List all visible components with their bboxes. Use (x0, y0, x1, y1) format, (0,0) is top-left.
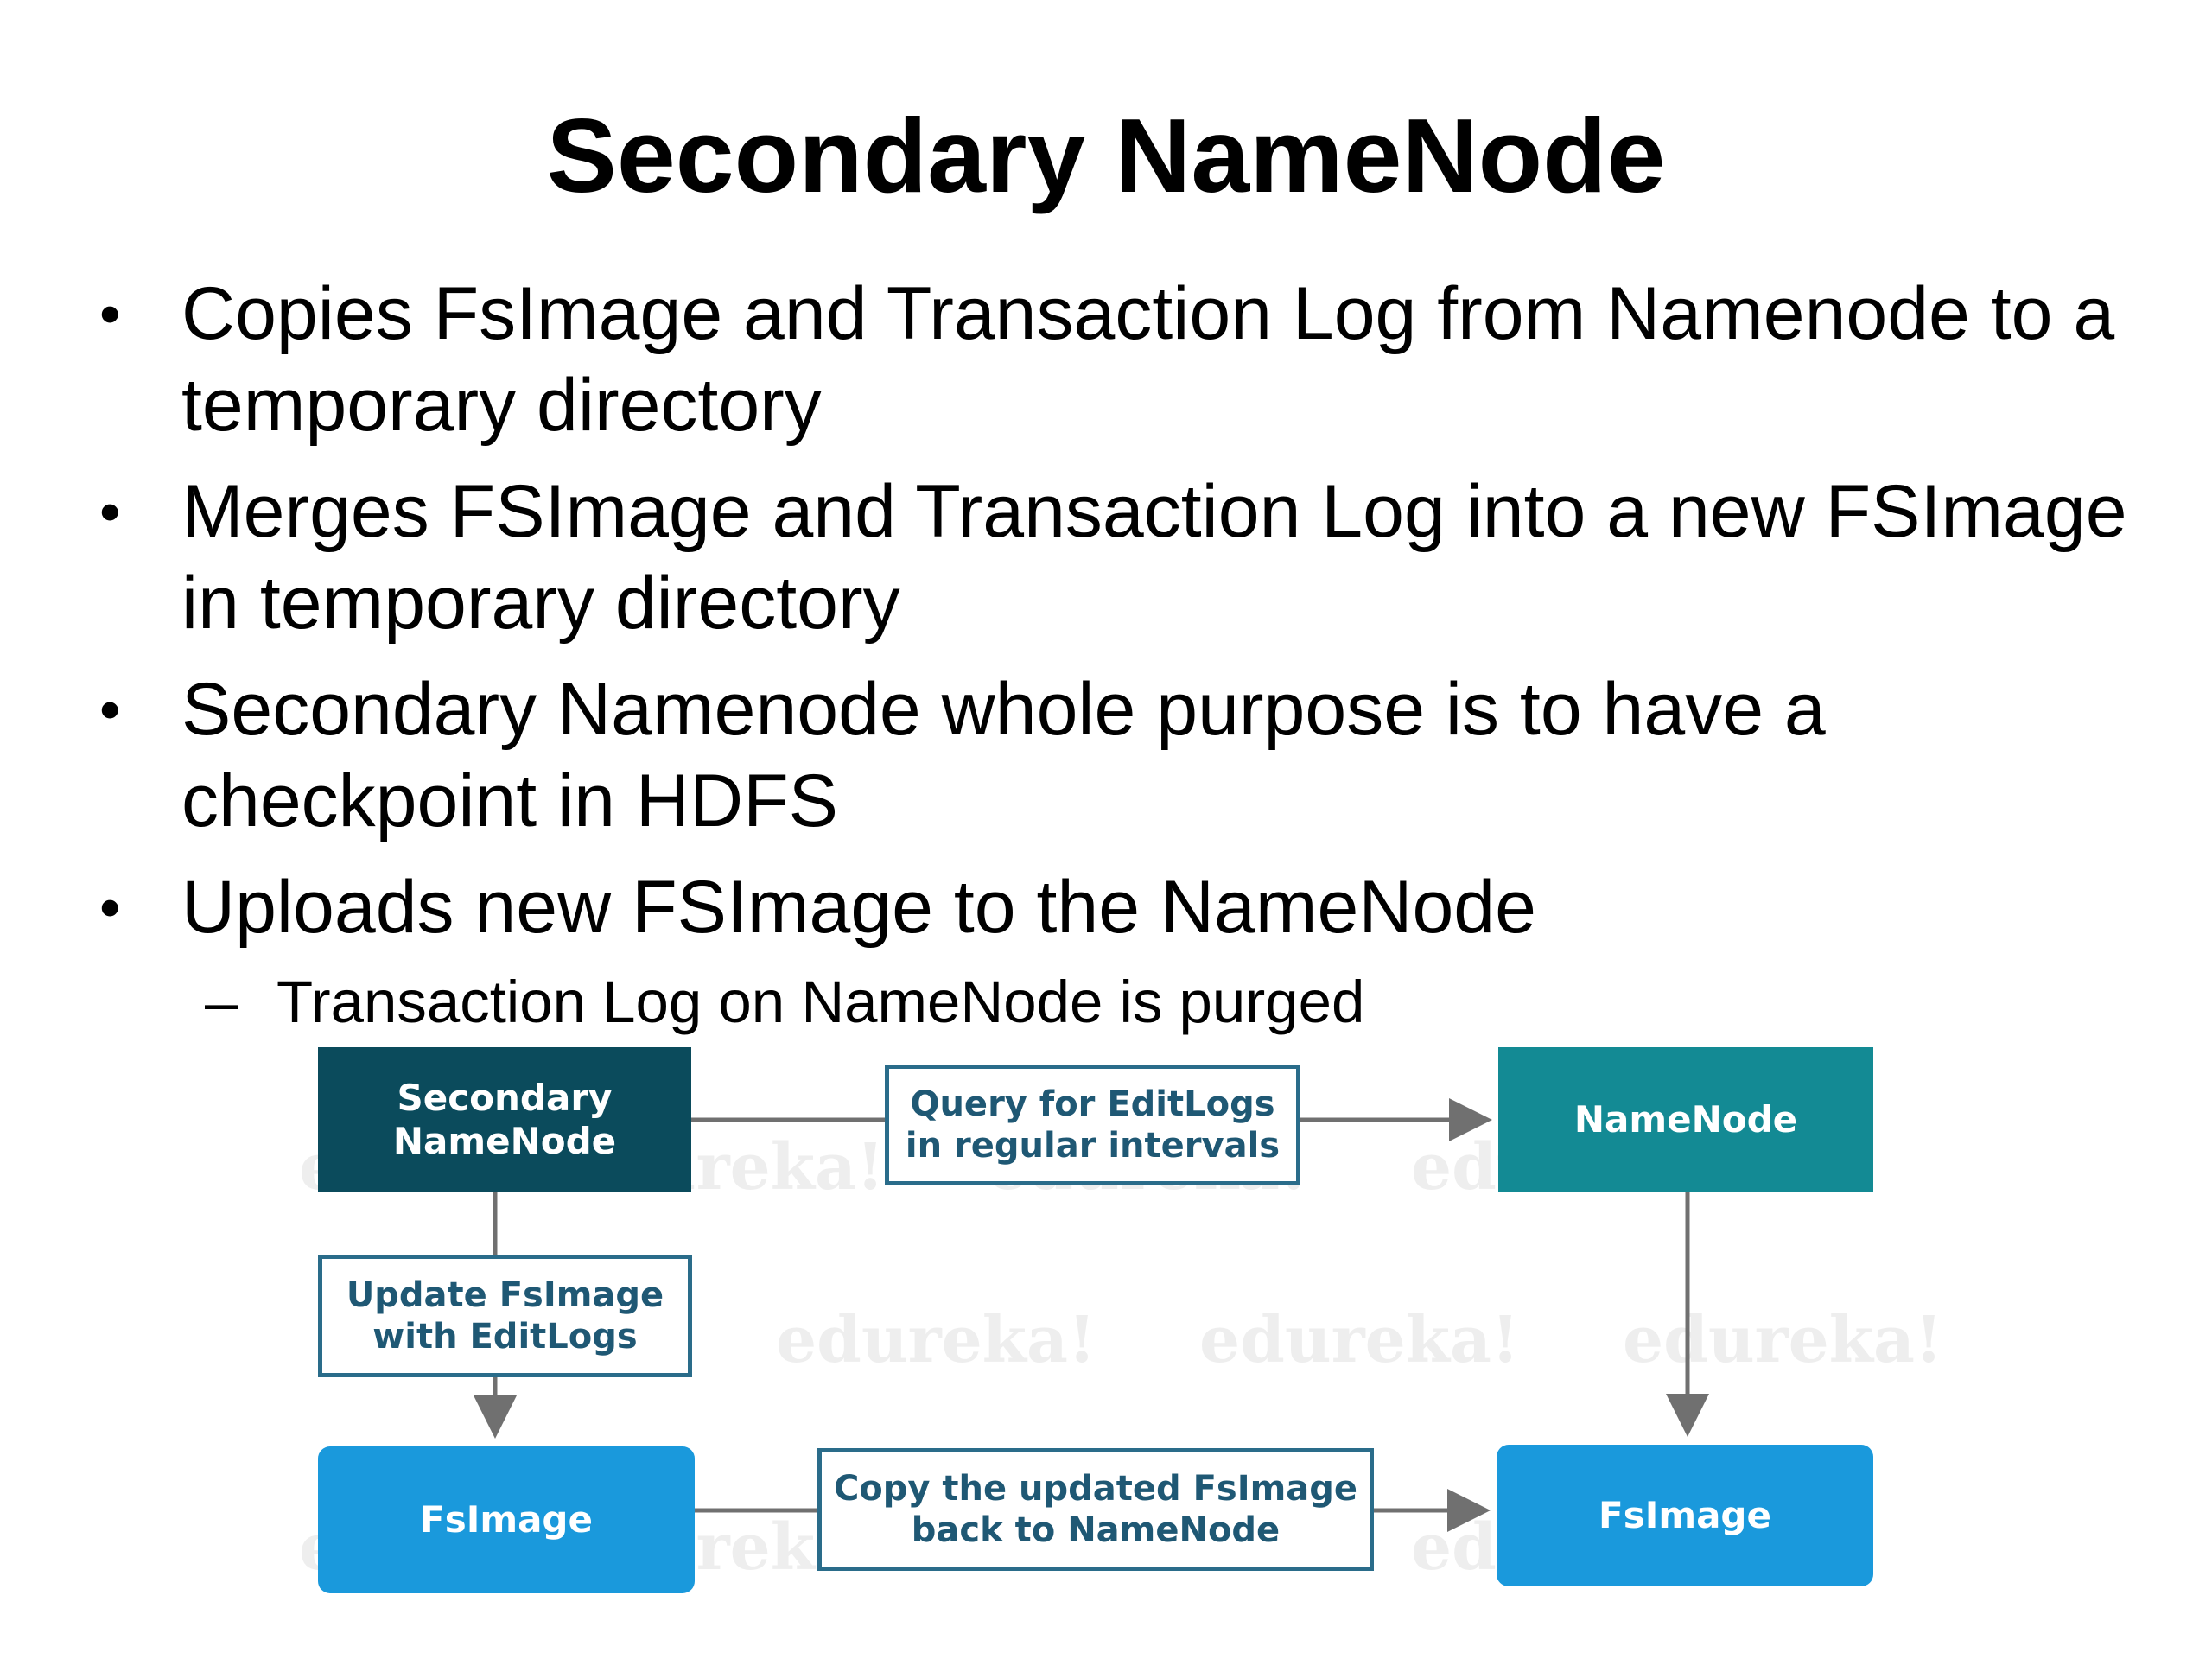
namenode-box: NameNode (1498, 1047, 1873, 1192)
bullet-marker: • (99, 676, 121, 743)
sub-bullet-item: – Transaction Log on NameNode is purged (95, 963, 2169, 1041)
bullet-text: Secondary Namenode whole purpose is to h… (181, 668, 1826, 842)
bullet-marker: • (99, 280, 121, 347)
bullet-marker: • (99, 874, 121, 941)
query-editlogs-label: Query for EditLogs in regular intervals (885, 1065, 1300, 1185)
bullet-item: • Copies FsImage and Transaction Log fro… (95, 268, 2169, 451)
namenode-diagram: edureka! edureka! edureka! edureka! edur… (299, 1044, 1942, 1597)
bullet-item: • Uploads new FSImage to the NameNode (95, 861, 2169, 953)
watermark: edureka! (776, 1303, 1096, 1377)
sub-bullet-marker: – (205, 969, 238, 1035)
bullet-text: Uploads new FSImage to the NameNode (181, 866, 1536, 949)
bullet-text: Copies FsImage and Transaction Log from … (181, 272, 2115, 447)
sub-bullet-text: Transaction Log on NameNode is purged (276, 969, 1365, 1035)
fsimage-left-box: FsImage (318, 1446, 695, 1593)
bullet-item: • Merges FSImage and Transaction Log int… (95, 466, 2169, 649)
fsimage-right-box: FsImage (1497, 1445, 1873, 1586)
bullet-marker: • (99, 478, 121, 545)
connector-lines (474, 1098, 1709, 1532)
copy-fsimage-label: Copy the updated FsImage back to NameNod… (817, 1448, 1374, 1571)
secondary-namenode-box: Secondary NameNode (318, 1047, 691, 1192)
bullet-list: • Copies FsImage and Transaction Log fro… (95, 268, 2169, 1041)
update-fsimage-label: Update FsImage with EditLogs (318, 1255, 692, 1377)
slide-title: Secondary NameNode (546, 97, 1666, 214)
watermark: edureka! (1623, 1303, 1943, 1377)
bullet-text: Merges FSImage and Transaction Log into … (181, 470, 2127, 645)
bullet-item: • Secondary Namenode whole purpose is to… (95, 664, 2169, 847)
watermark: edureka! (1199, 1303, 1520, 1377)
